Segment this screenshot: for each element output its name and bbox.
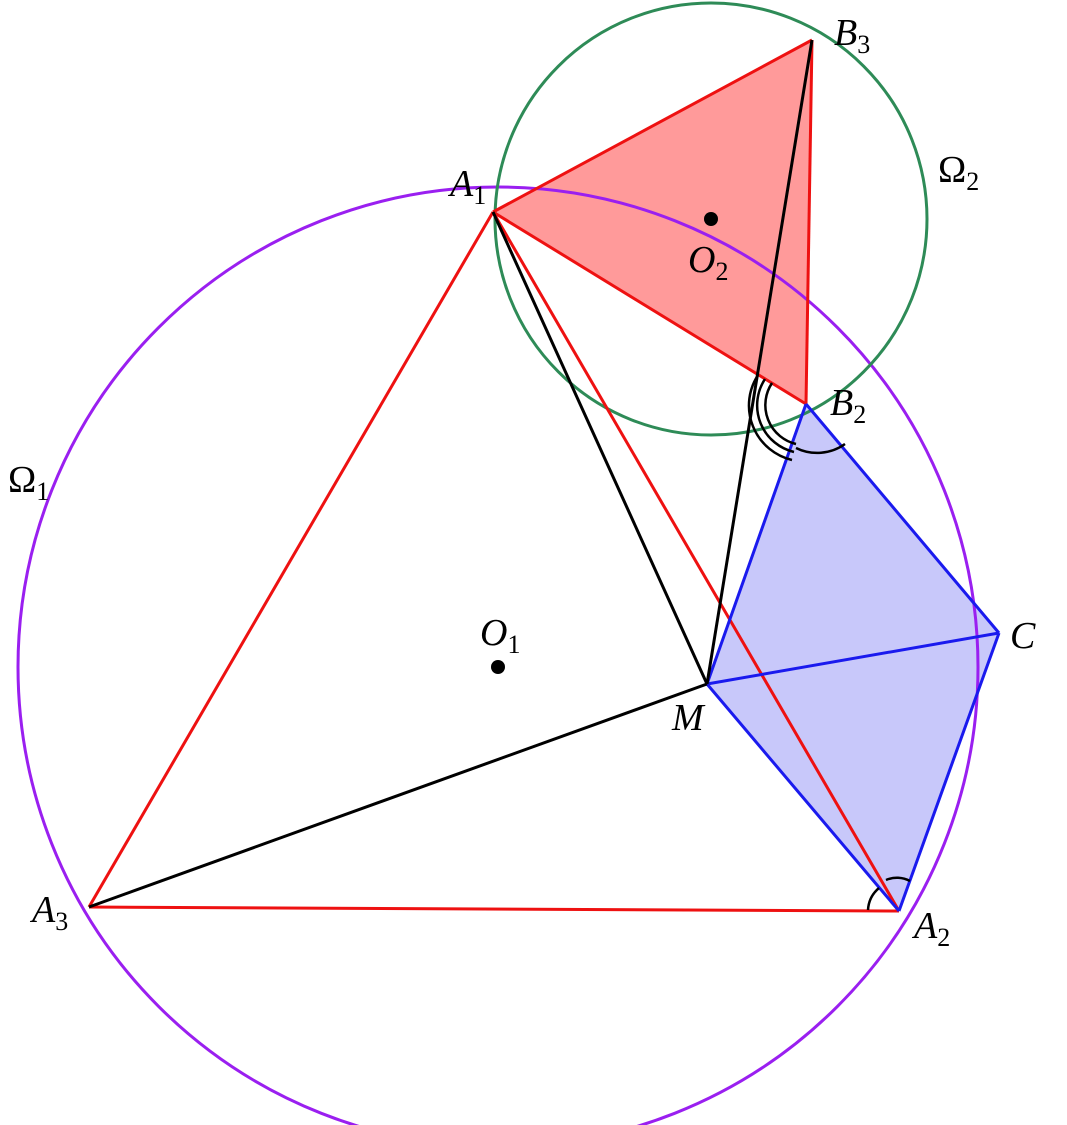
segment-b2-c	[804, 403, 1001, 634]
segment-m-c	[706, 631, 1000, 686]
point-o1	[491, 660, 505, 674]
segment-a3-a2	[88, 905, 900, 913]
label-m: M	[671, 697, 706, 739]
segment-m-b3	[705, 39, 814, 685]
segment-c-a2	[897, 632, 1001, 912]
label-omega-2: Ω2	[938, 149, 979, 196]
label-o1: O1	[480, 612, 520, 659]
label-a1: A1	[447, 163, 486, 210]
label-a3: A3	[29, 889, 68, 936]
segment-a1-m	[491, 211, 709, 685]
angle-mark-a2	[866, 876, 911, 911]
label-o2: O2	[688, 239, 728, 286]
segment-m-a3	[88, 682, 708, 909]
segment-a1-a2	[491, 211, 901, 912]
segment-a1-b3	[492, 38, 813, 214]
red-triangle-a1-b3-b2	[493, 40, 812, 404]
black-segments	[88, 39, 814, 909]
label-b3: B3	[834, 12, 870, 59]
segment-b3-b2	[804, 39, 814, 405]
point-o2	[704, 212, 718, 226]
segment-a1-a3	[87, 211, 495, 908]
label-omega-1: Ω1	[8, 459, 49, 506]
label-b2: B2	[830, 382, 866, 429]
angle-mark-b2	[747, 374, 846, 462]
segment-a1-b2	[492, 210, 807, 406]
segment-a2-m	[705, 683, 901, 912]
label-c: C	[1010, 615, 1036, 657]
label-a2: A2	[911, 905, 950, 952]
red-segments	[87, 38, 901, 913]
